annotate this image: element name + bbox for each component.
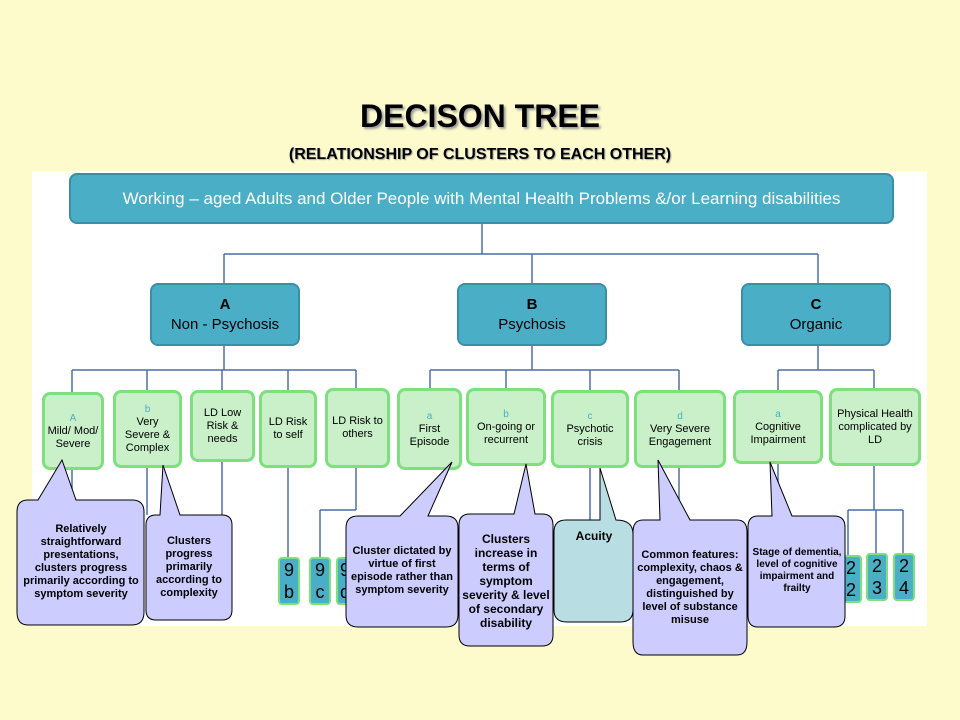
cluster-number-top: 2 <box>845 558 856 578</box>
callout-acuity: Acuity <box>558 526 630 546</box>
subgroup-text: Cognitive Impairment <box>750 420 806 446</box>
subgroup-text: Very Severe & Complex <box>124 416 171 454</box>
subgroup-box: b Very Severe & Complex <box>113 390 182 468</box>
callout-symptom-severity: Clusters increase in terms of symptom se… <box>462 518 550 644</box>
callout-shape <box>145 464 233 621</box>
cluster-number-bottom: d <box>339 582 350 602</box>
callout-text: Common features: complexity, chaos & eng… <box>637 549 743 626</box>
page-subtitle: (RELATIONSHIP OF CLUSTERS TO EACH OTHER) <box>288 146 672 163</box>
root-box: Working – aged Adults and Older People w… <box>69 173 894 224</box>
cluster-number-bottom: 3 <box>871 578 882 598</box>
category-a-box: A Non - Psychosis <box>150 283 300 346</box>
subgroup-letter: b <box>503 408 509 420</box>
cluster-number-bottom: 4 <box>898 578 909 598</box>
category-c-box: C Organic <box>741 283 891 346</box>
cluster-number-top: 2 <box>871 556 882 576</box>
callout-text: Clusters progress primarily according to… <box>155 534 222 599</box>
callout-severity: Relatively straightforward presentations… <box>22 505 140 619</box>
cluster-number-top: 9 <box>283 560 294 580</box>
callout-text: Cluster dictated by virtue of first epis… <box>350 545 454 596</box>
category-b-name: Psychosis <box>498 315 566 333</box>
callout-common-features: Common features: complexity, chaos & eng… <box>637 524 743 652</box>
subgroup-text: Very Severe Engagement <box>648 422 712 448</box>
callout-text: Stage of dementia, level of cognitive im… <box>752 547 842 594</box>
callout-shape <box>458 463 554 647</box>
callout-shape <box>632 459 748 656</box>
callout-dementia-stage: Stage of dementia, level of cognitive im… <box>752 519 842 623</box>
cluster-number-top: 9 <box>314 560 325 580</box>
callout-shape <box>747 461 846 628</box>
subgroup-box: LD Risk to others <box>325 388 390 468</box>
subgroup-box: a First Episode <box>397 388 462 470</box>
subgroup-box: LD Risk to self <box>259 390 317 468</box>
callout-shape <box>345 461 459 628</box>
root-text: Working – aged Adults and Older People w… <box>122 188 841 208</box>
cluster-number-bottom: c <box>315 582 325 602</box>
page-title: DECISON TREE <box>359 98 601 134</box>
subgroup-box: a Cognitive Impairment <box>733 390 823 464</box>
cluster-number-bottom: b <box>283 582 294 602</box>
category-a-name: Non - Psychosis <box>170 315 280 333</box>
subgroup-text: LD Risk to self <box>268 416 308 441</box>
cluster-number-box: 2 4 <box>893 553 915 601</box>
subgroup-text: Mild/ Mod/ Severe <box>47 424 99 450</box>
subgroup-text: Psychotic crisis <box>566 422 614 448</box>
subgroup-letter: c <box>587 410 593 422</box>
callout-text: Relatively straightforward presentations… <box>23 523 139 600</box>
acuity-shape <box>553 467 634 623</box>
callout-complexity: Clusters progress primarily according to… <box>150 518 228 616</box>
category-a-letter: A <box>219 295 231 313</box>
subgroup-letter: A <box>69 412 77 424</box>
callout-shape <box>16 458 145 626</box>
subgroup-box: LD Low Risk & needs <box>190 390 255 462</box>
subgroup-letter: a <box>426 410 433 422</box>
category-b-letter: B <box>526 295 538 313</box>
subgroup-box: b On-going or recurrent <box>466 388 546 466</box>
subgroup-box: Physical Health complicated by LD <box>829 388 921 466</box>
callout-text: Clusters increase in terms of symptom se… <box>462 532 550 630</box>
cluster-number-box: 9 c <box>309 557 331 605</box>
category-b-box: B Psychosis <box>457 283 607 346</box>
cluster-number-top: 9 <box>339 560 350 580</box>
subgroup-letter: b <box>144 404 151 415</box>
subgroup-box: A Mild/ Mod/ Severe <box>42 392 104 470</box>
subgroup-text: First Episode <box>409 422 450 448</box>
subgroup-text: LD Risk to others <box>332 415 383 440</box>
callout-text: Acuity <box>575 528 613 543</box>
subgroup-box: d Very Severe Engagement <box>634 390 726 468</box>
subgroup-letter: d <box>677 410 683 422</box>
subgroup-text: LD Low Risk & needs <box>203 406 242 445</box>
subgroup-box: c Psychotic crisis <box>551 390 629 468</box>
cluster-number-box: 9 b <box>278 557 300 605</box>
subgroup-text: On-going or recurrent <box>476 420 536 446</box>
subgroup-text: Physical Health complicated by LD <box>837 407 913 446</box>
category-c-letter: C <box>810 295 822 313</box>
category-c-name: Organic <box>789 315 843 333</box>
cluster-number-box: 2 3 <box>866 553 888 601</box>
cluster-number-top: 2 <box>898 556 909 576</box>
callout-first-episode: Cluster dictated by virtue of first epis… <box>350 519 454 623</box>
cluster-number-bottom: 2 <box>845 580 856 600</box>
subgroup-letter: a <box>775 408 781 420</box>
